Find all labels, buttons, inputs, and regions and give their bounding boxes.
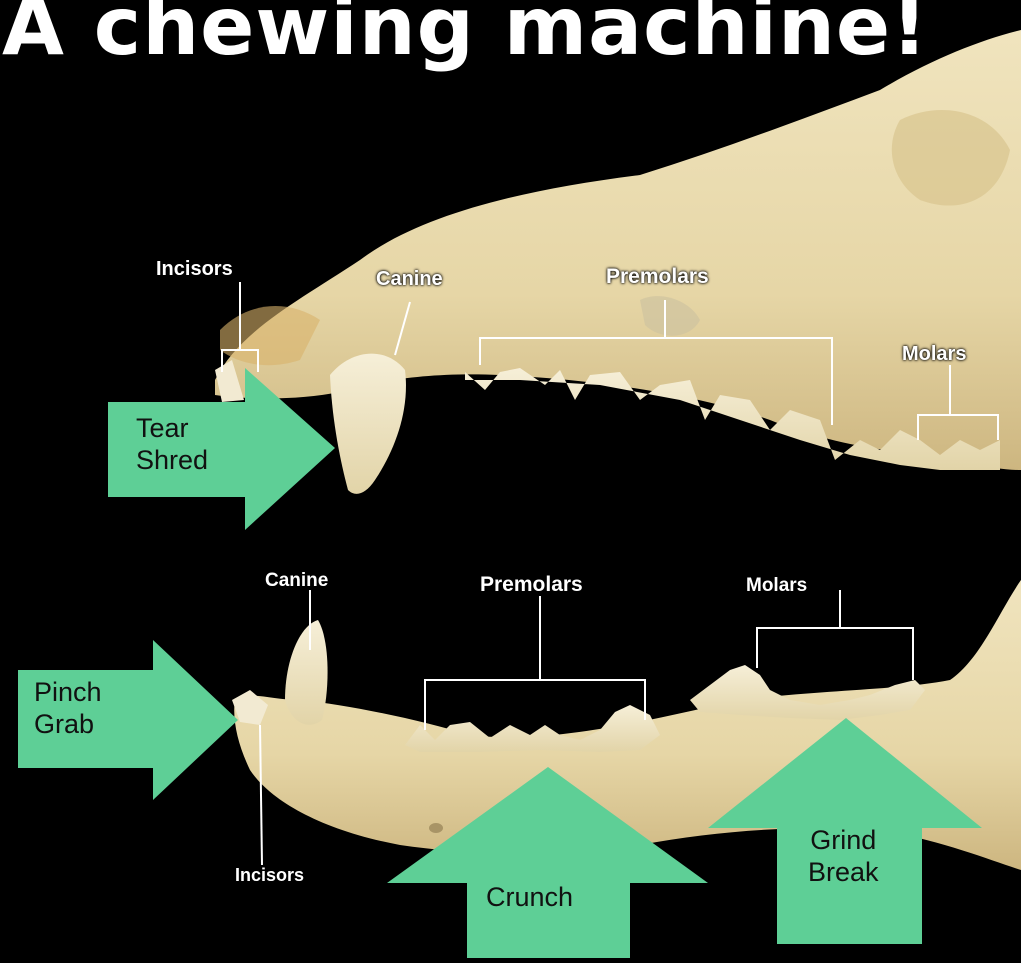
crunch-label: Crunch <box>486 881 573 913</box>
upper-molars-label: Molars <box>902 343 966 366</box>
tear-label: Tear <box>136 412 208 444</box>
crunch-arrow-text: Crunch <box>486 881 573 913</box>
grab-label: Grab <box>34 708 102 740</box>
lower-premolars-label: Premolars <box>480 573 583 597</box>
upper-canine-label: Canine <box>376 268 443 291</box>
pinch-arrow-text: Pinch Grab <box>34 676 102 741</box>
page-title: A chewing machine! <box>2 0 929 73</box>
lower-canine-label: Canine <box>265 570 328 592</box>
break-label: Break <box>808 856 879 888</box>
lower-canine-tooth <box>285 620 328 725</box>
pinch-label: Pinch <box>34 676 102 708</box>
grind-arrow-text: Grind Break <box>808 824 879 889</box>
tear-arrow-text: Tear Shred <box>136 412 208 477</box>
upper-canine-tooth <box>330 354 406 494</box>
lower-molar-teeth <box>690 665 925 720</box>
upper-premolars-label: Premolars <box>606 265 709 289</box>
upper-incisors-label: Incisors <box>156 258 233 281</box>
shred-label: Shred <box>136 444 208 476</box>
grind-label: Grind <box>808 824 879 856</box>
lower-incisors-label: Incisors <box>235 865 304 886</box>
lower-molars-label: Molars <box>746 575 807 597</box>
